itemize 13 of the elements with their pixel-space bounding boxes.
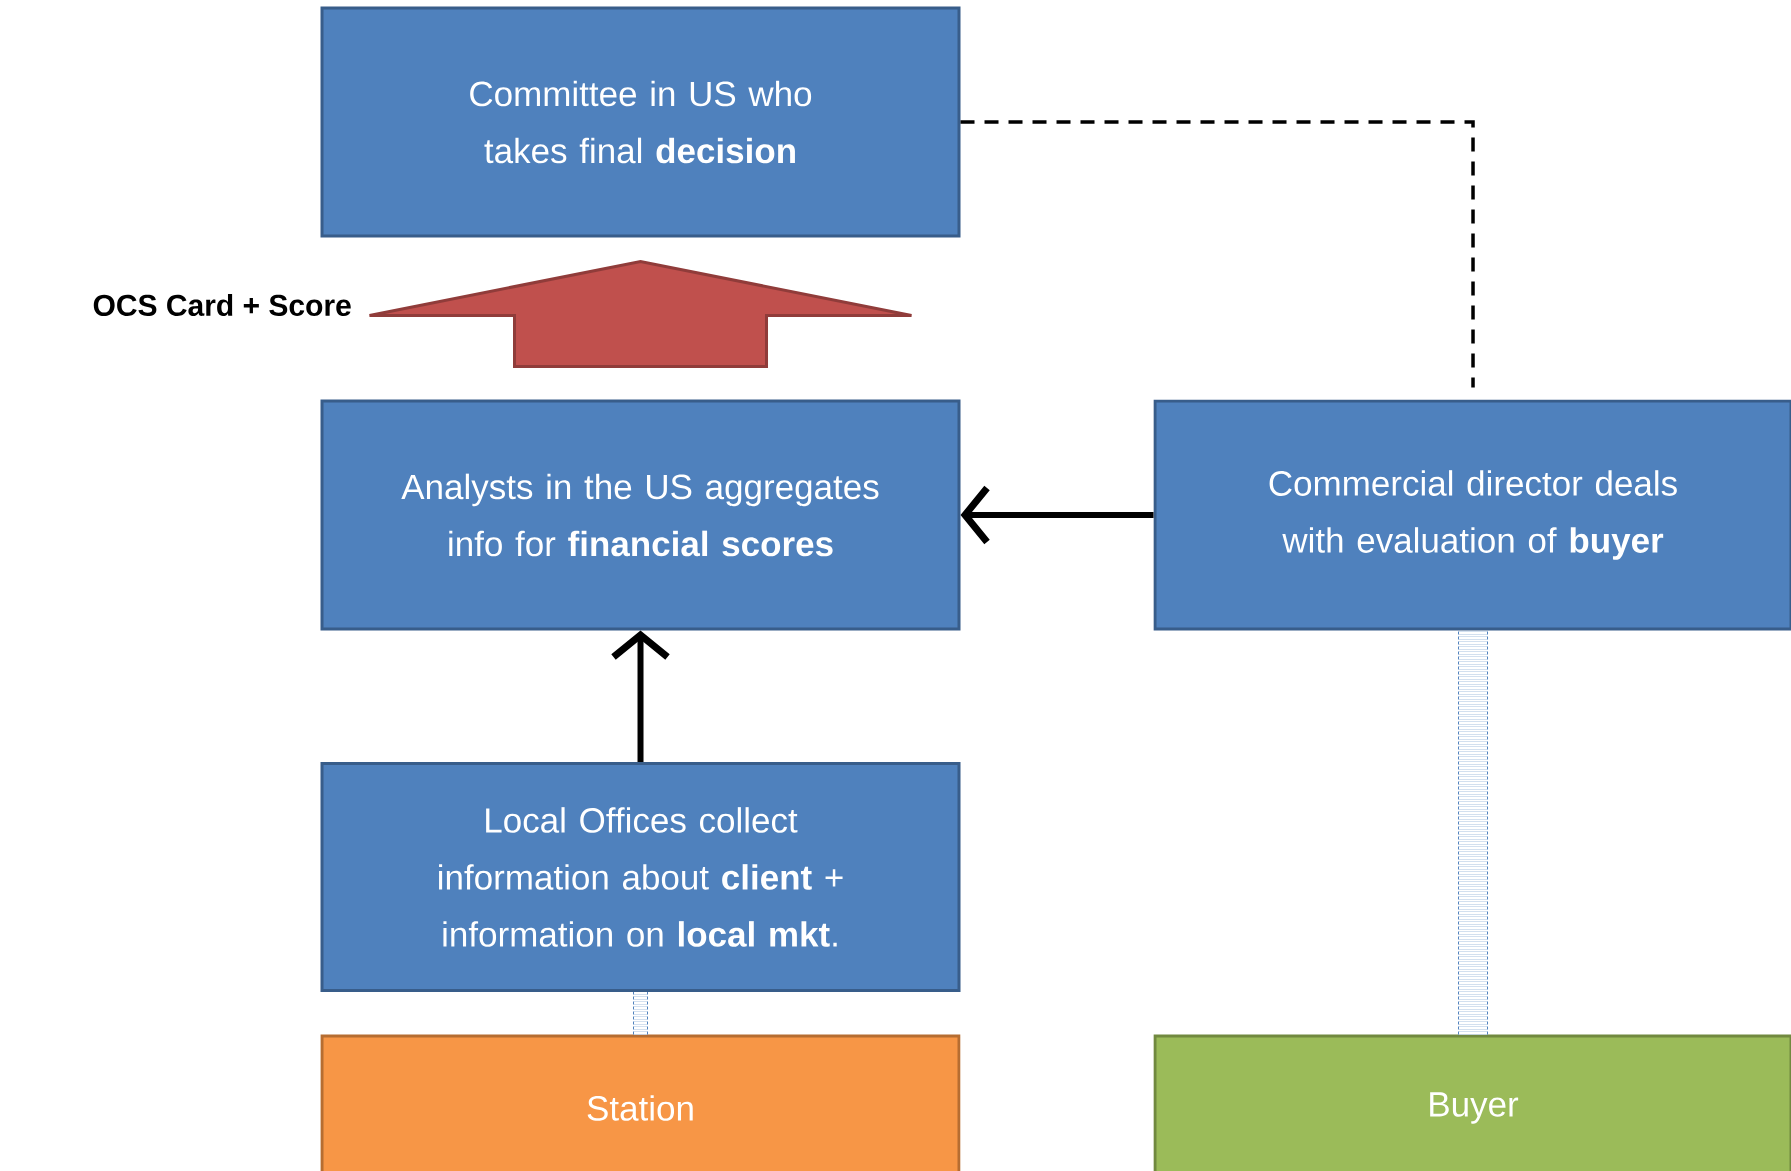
process-box: Committee in US who takes final decision	[320, 6, 961, 238]
connector-line	[633, 992, 648, 1035]
process-box: Local Offices collect information about client + information on local mkt.	[320, 762, 961, 992]
arrow-caption: OCS Card + Score	[93, 294, 351, 316]
arrow	[960, 485, 1154, 545]
connector-line	[1458, 630, 1488, 1035]
arrow	[611, 630, 670, 762]
role-box: Buyer	[1153, 1034, 1791, 1171]
process-box: Analysts in the US aggregates info for financial scores	[320, 399, 961, 631]
block-arrow	[368, 259, 913, 368]
role-box: Station	[320, 1034, 961, 1171]
connector-line	[960, 120, 1475, 388]
process-box: Commercial director deals with evaluation of buyer	[1153, 399, 1791, 631]
